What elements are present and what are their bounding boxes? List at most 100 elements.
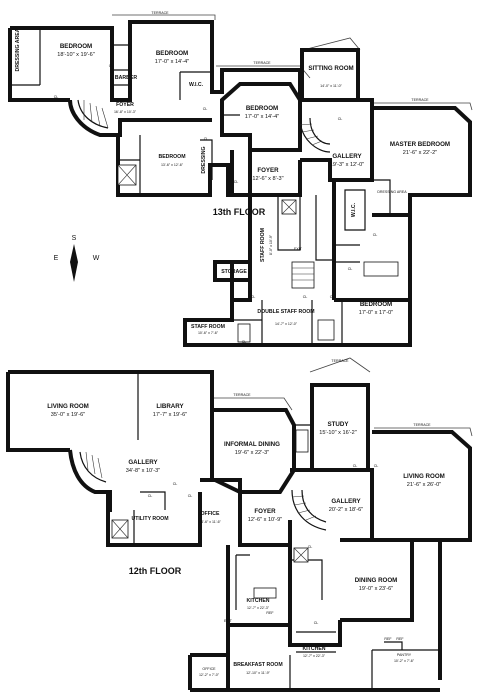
cl-label: CL bbox=[348, 267, 353, 271]
pantry-dims: 10'-2" x 7'-6" bbox=[394, 659, 415, 663]
gallery-12b-name: GALLERY bbox=[331, 498, 361, 505]
foyer-12-name: FOYER bbox=[254, 508, 276, 515]
office-1-dims: 14'-6" x 11'-6" bbox=[199, 520, 222, 524]
cl-label: CL bbox=[353, 464, 358, 468]
exit-label: EXIT bbox=[224, 619, 233, 623]
utility-room-label: UTILITY ROOM bbox=[131, 516, 168, 522]
breakfast-room-dims: 12'-10" x 11'-9" bbox=[246, 671, 271, 675]
cl-label: CL bbox=[242, 340, 247, 344]
cl-label: CL bbox=[204, 137, 209, 141]
kitchen-1-name: KITCHEN bbox=[246, 598, 269, 604]
bedroom-1-dims: 18'-10" x 19'-6" bbox=[57, 52, 95, 58]
library-dims: 17'-7" x 19'-6" bbox=[153, 412, 187, 418]
cl-label: CL bbox=[330, 295, 335, 299]
bedroom-1-name: BEDROOM bbox=[60, 43, 92, 50]
floor-12-title: 12th FLOOR bbox=[129, 566, 182, 576]
ref-label: REF bbox=[266, 611, 274, 615]
ref-label: REF bbox=[299, 643, 307, 647]
terrace-label: TERRACE bbox=[413, 423, 431, 427]
gallery-12a-name: GALLERY bbox=[128, 459, 158, 466]
bedroom-4-name: BEDROOM bbox=[158, 154, 185, 160]
study-name: STUDY bbox=[328, 421, 350, 428]
cl-label: CL bbox=[303, 295, 308, 299]
cl-label: CL bbox=[234, 180, 239, 184]
cl-label: CL bbox=[188, 494, 193, 498]
living-room-1-dims: 35'-0" x 19'-6" bbox=[51, 412, 85, 418]
bedroom-3-name: BEDROOM bbox=[246, 105, 278, 112]
cl-label: CL bbox=[54, 95, 59, 99]
terrace-label: TERRACE bbox=[411, 98, 429, 102]
cl-label: CL bbox=[251, 295, 256, 299]
gallery-12a-dims: 34'-8" x 10'-3" bbox=[126, 468, 160, 474]
sitting-room-name: SITTING ROOM bbox=[308, 65, 353, 72]
gallery-13-dims: 19'-3" x 12'-0" bbox=[330, 162, 364, 168]
dining-room-dims: 19'-0" x 23'-6" bbox=[359, 586, 393, 592]
foyer-2-name: FOYER bbox=[257, 167, 279, 174]
wic-2-label: W.I.C. bbox=[351, 202, 357, 217]
storage-label: STORAGE bbox=[221, 269, 247, 275]
double-staff-name: DOUBLE STAFF ROOM bbox=[257, 309, 314, 315]
living-room-2-dims: 21'-6" x 26'-0" bbox=[407, 482, 441, 488]
terrace-label: TERRACE bbox=[253, 61, 271, 65]
library-name: LIBRARY bbox=[156, 403, 184, 410]
dining-room-name: DINING ROOM bbox=[355, 577, 398, 584]
ref-label: REF bbox=[316, 643, 324, 647]
study-dims: 15'-10" x 16'-2" bbox=[319, 430, 357, 436]
gallery-13-name: GALLERY bbox=[332, 153, 362, 160]
compass-w-label: W bbox=[93, 255, 100, 262]
master-bedroom-name: MASTER BEDROOM bbox=[390, 141, 450, 148]
terrace-label: TERRACE bbox=[331, 359, 349, 363]
master-bedroom-dims: 21'-6" x 22'-2" bbox=[403, 150, 437, 156]
barber-label: BARBER bbox=[115, 75, 137, 81]
sitting-room-dims: 14'-0" x 11'-0" bbox=[320, 84, 343, 88]
living-room-1-name: LIVING ROOM bbox=[47, 403, 89, 410]
dressing-mid-label: DRESSING bbox=[201, 146, 207, 173]
dressing-area-label: DRESSING AREA bbox=[15, 28, 21, 71]
foyer-12-dims: 12'-6" x 10'-9" bbox=[248, 517, 282, 523]
terrace-label: TERRACE bbox=[151, 11, 169, 15]
staff-room-small-dims: 8'-0" x 10'-9" bbox=[269, 234, 273, 255]
wic-1-label: W.I.C. bbox=[189, 82, 204, 88]
staff-room-dims: 10'-6" x 7'-6" bbox=[198, 331, 219, 335]
foyer-1-dims: 16'-8" x 10'-3" bbox=[114, 110, 137, 114]
bedroom-4-dims: 13'-6" x 12'-6" bbox=[161, 163, 184, 167]
informal-dining-name: INFORMAL DINING bbox=[224, 441, 280, 448]
foyer-2-dims: 12'-6" x 8'-3" bbox=[252, 176, 283, 182]
floor-13-title: 13th FLOOR bbox=[213, 207, 266, 217]
double-staff-dims: 14'-7" x 12'-0" bbox=[275, 322, 298, 326]
floor-13-plan bbox=[8, 14, 473, 347]
kitchen-1-dims: 12'-7" x 22'-3" bbox=[247, 606, 270, 610]
dressing-area-right-label: DRESSING AREA bbox=[377, 190, 407, 194]
office-2-name: OFFICE bbox=[202, 667, 216, 671]
office-2-dims: 12'-2" x 7'-0" bbox=[199, 673, 220, 677]
bedroom-3-dims: 17'-0" x 14'-4" bbox=[245, 114, 279, 120]
bedroom-5-name: BEDROOM bbox=[360, 301, 392, 308]
kitchen-2-dims: 12'-7" x 22'-3" bbox=[303, 654, 326, 658]
cl-label: CL bbox=[173, 482, 178, 486]
cl-label: CL bbox=[374, 464, 379, 468]
ref-label: REF bbox=[396, 637, 404, 641]
bedroom-5-dims: 17'-0" x 17'-0" bbox=[359, 310, 393, 316]
cl-label: CL bbox=[109, 64, 114, 68]
staff-room-name: STAFF ROOM bbox=[191, 324, 225, 330]
ref-label: REF bbox=[384, 637, 392, 641]
pantry-name: PANTRY bbox=[397, 653, 412, 657]
exit-label: EXIT bbox=[294, 247, 303, 251]
cl-label: CL bbox=[148, 494, 153, 498]
terrace-label: TERRACE bbox=[233, 393, 251, 397]
cl-label: CL bbox=[308, 545, 313, 549]
living-room-2-name: LIVING ROOM bbox=[403, 473, 445, 480]
breakfast-room-name: BREAKFAST ROOM bbox=[233, 662, 282, 668]
kitchen-2-name: KITCHEN bbox=[302, 646, 325, 652]
gallery-12b-dims: 20'-2" x 18'-6" bbox=[329, 507, 363, 513]
foyer-1-name: FOYER bbox=[116, 102, 134, 108]
bedroom-2-name: BEDROOM bbox=[156, 50, 188, 57]
office-1-name: OFFICE bbox=[200, 511, 220, 517]
bedroom-2-dims: 17'-0" x 14'-4" bbox=[155, 59, 189, 65]
compass-e-label: E bbox=[54, 255, 59, 262]
compass-needle-icon bbox=[70, 244, 78, 282]
cl-label: CL bbox=[314, 621, 319, 625]
compass-s-label: S bbox=[72, 235, 77, 242]
informal-dining-dims: 19'-6" x 22'-3" bbox=[235, 450, 269, 456]
